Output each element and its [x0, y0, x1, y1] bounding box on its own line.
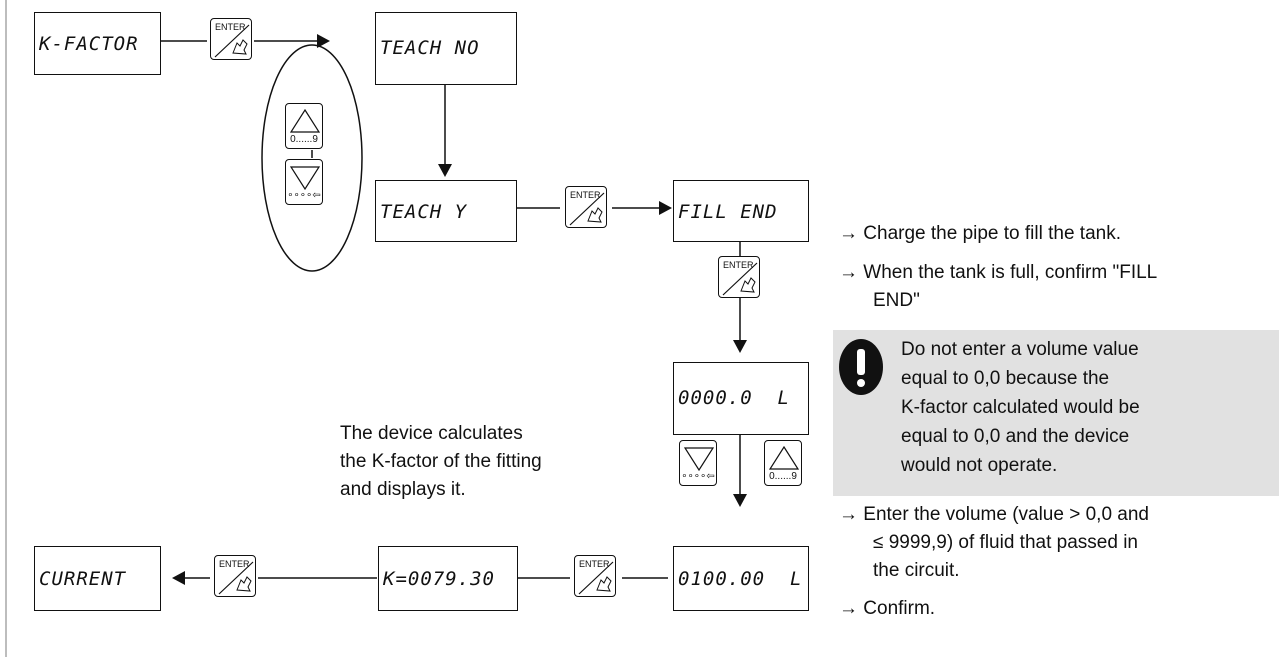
- enter-button-3[interactable]: ENTER: [718, 256, 760, 298]
- display-teach-y: TEACH Y: [375, 180, 517, 242]
- triangle-down-icon: [683, 447, 715, 472]
- warning-text: Do not enter a volume value equal to 0,0…: [901, 335, 1140, 480]
- exclamation-icon: [839, 339, 883, 395]
- display-volume-entered: 0100.00 L: [673, 546, 809, 611]
- down-key-label: ∘∘∘∘⇦: [681, 471, 715, 482]
- caption-line-2: the K-factor of the fitting: [340, 451, 542, 472]
- instruction-enter-volume-3: the circuit.: [873, 560, 960, 581]
- display-teach-no: TEACH NO: [375, 12, 517, 85]
- enter-button-4[interactable]: ENTER: [574, 555, 616, 597]
- enter-label: ENTER: [215, 22, 246, 32]
- display-current-text: CURRENT: [39, 568, 127, 590]
- enter-button-1[interactable]: ENTER: [210, 18, 252, 60]
- display-volume-entered-text: 0100.00 L: [678, 568, 803, 590]
- warning-line-4: equal to 0,0 and the device: [901, 426, 1130, 447]
- up-key[interactable]: 0......9: [285, 103, 323, 149]
- triangle-up-icon: [768, 445, 800, 470]
- display-k-factor-text: K-FACTOR: [39, 33, 139, 55]
- enter-label: ENTER: [219, 559, 250, 569]
- warning-line-1: Do not enter a volume value: [901, 339, 1139, 360]
- display-current: CURRENT: [34, 546, 161, 611]
- enter-hand-icon: [578, 561, 614, 595]
- down-key-label: ∘∘∘∘⇦: [287, 190, 321, 201]
- instruction-enter-volume-2: ≤ 9999,9) of fluid that passed in: [873, 532, 1138, 553]
- enter-label: ENTER: [723, 260, 754, 270]
- caption-line-3: and displays it.: [340, 479, 466, 500]
- instruction-confirm: → Confirm.: [839, 598, 936, 619]
- enter-hand-icon: [218, 561, 254, 595]
- display-teach-y-text: TEACH Y: [380, 201, 468, 223]
- up-key-volume[interactable]: 0......9: [764, 440, 802, 486]
- up-key-label: 0......9: [769, 471, 797, 482]
- instruction-confirm-fill-end-1: → When the tank is full, confirm "FILL: [839, 262, 1158, 283]
- display-teach-no-text: TEACH NO: [380, 37, 480, 59]
- up-key-label: 0......9: [290, 134, 318, 145]
- display-volume-zero-text: 0000.0 L: [678, 387, 790, 409]
- warning-line-2: equal to 0,0 because the: [901, 368, 1110, 389]
- down-key[interactable]: ∘∘∘∘⇦: [285, 159, 323, 205]
- instruction-enter-volume-1: → Enter the volume (value > 0,0 and: [839, 504, 1149, 525]
- display-k-value: K=0079.30: [378, 546, 518, 611]
- instruction-confirm-fill-end-2: END": [873, 290, 920, 311]
- display-k-factor: K-FACTOR: [34, 12, 161, 75]
- caption-line-1: The device calculates: [340, 423, 523, 444]
- enter-hand-icon: [214, 24, 250, 58]
- triangle-up-icon: [289, 108, 321, 133]
- enter-label: ENTER: [570, 190, 601, 200]
- warning-note-box: [833, 330, 1279, 496]
- warning-line-3: K-factor calculated would be: [901, 397, 1140, 418]
- display-volume-zero: 0000.0 L: [673, 362, 809, 435]
- instruction-charge-pipe: → Charge the pipe to fill the tank.: [839, 223, 1121, 244]
- triangle-down-icon: [289, 166, 321, 191]
- k-factor-caption: The device calculates the K-factor of th…: [340, 420, 542, 504]
- enter-button-2[interactable]: ENTER: [565, 186, 607, 228]
- page-margin-bar: [5, 0, 7, 657]
- warning-line-5: would not operate.: [901, 455, 1058, 476]
- enter-button-5[interactable]: ENTER: [214, 555, 256, 597]
- down-key-volume[interactable]: ∘∘∘∘⇦: [679, 440, 717, 486]
- enter-hand-icon: [569, 192, 605, 226]
- display-k-value-text: K=0079.30: [383, 568, 495, 590]
- display-fill-end-text: FILL END: [678, 201, 778, 223]
- display-fill-end: FILL END: [673, 180, 809, 242]
- enter-hand-icon: [722, 262, 758, 296]
- enter-label: ENTER: [579, 559, 610, 569]
